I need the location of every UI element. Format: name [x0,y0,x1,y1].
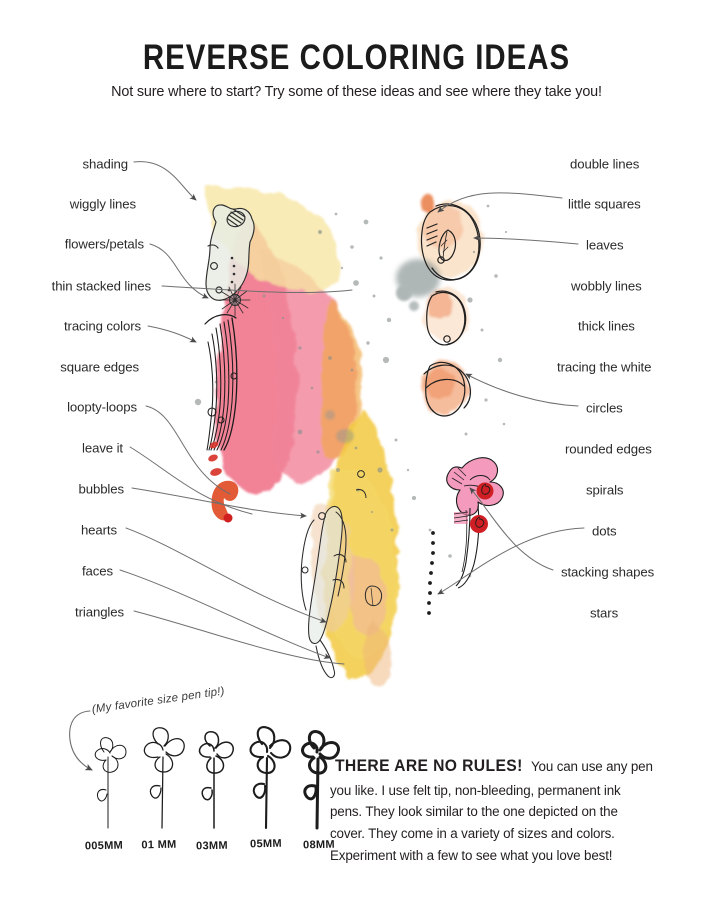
label-stars: stars [590,605,619,621]
label-flowers-petals: flowers/petals [64,236,144,252]
ink-dotted-column [427,531,435,615]
pen-size-label-01mm: 01 MM [141,838,177,852]
ink-drawing-pink-flower [446,457,504,589]
leader-hearts [125,527,327,623]
ink-rose-bottom [470,515,488,533]
leader-faces [119,569,331,659]
label-faces: faces [81,563,113,579]
label-shading: shading [82,156,129,172]
label-bubbles: bubbles [78,481,125,497]
watercolor-yellow-mass [310,408,399,686]
ink-leaf-detail [355,470,383,607]
leader-dots [437,527,585,595]
pen-size-row: 005MM 01 MM 03MM 05MM 08MM [70,730,335,865]
leader-lines [119,161,585,665]
watercolor-gray-splatter [325,259,440,443]
pen-tip-handwritten-note: (My favorite size pen tip!) [91,685,226,716]
ink-splatter-dots [194,204,508,578]
leader-circles [465,373,579,407]
label-spirals: spirals [586,482,624,498]
watercolor-peach-stones [417,195,483,415]
watercolor-pink-mass [205,185,363,494]
label-wobbly-lines: wobbly lines [571,278,642,294]
leader-flowers-petals [149,243,209,299]
pen-size-label-005mm: 005MM [84,839,124,853]
page-title: REVERSE COLORING IDEAS [142,38,571,77]
leader-thin-stacked [161,285,353,294]
red-drips [208,441,239,523]
page-subtitle: Not sure where to start? Try some of the… [111,84,602,100]
label-circles: circles [586,400,623,416]
ink-drawing-top-shape [205,204,255,317]
label-dots: dots [592,523,617,539]
label-leave-it: leave it [82,440,123,456]
leader-triangles [133,610,345,665]
leader-loopty-loops [145,405,231,495]
ink-rose-top [476,482,494,500]
leader-stacking [469,487,554,571]
label-leaves: leaves [586,237,624,253]
leader-little-squares [437,192,563,213]
label-loopty-loops: loopty-loops [67,399,137,415]
label-stacking-shapes: stacking shapes [561,564,655,580]
leader-shading [133,161,197,201]
leader-tracing-colors [147,325,197,343]
label-square-edges: square edges [60,359,139,375]
rules-paragraph: THERE ARE NO RULES! You can use any pen … [330,753,655,867]
ink-drawing-stones [420,203,481,417]
label-double-lines: double lines [570,156,640,172]
ink-drawing-lower-left-shape [300,505,347,679]
leader-leaves [473,234,579,245]
label-thin-stacked-lines: thin stacked lines [51,278,151,294]
pen-size-label-03mm: 03MM [195,839,229,853]
label-tracing-colors: tracing colors [63,318,141,334]
pen-size-label-05mm: 05MM [249,837,283,851]
label-little-squares: little squares [568,196,641,212]
label-wiggly-lines: wiggly lines [69,196,136,212]
label-tracing-the-white: tracing the white [557,359,652,375]
leader-leave-it [129,446,253,515]
ink-drawing-stacked-lines [204,314,238,451]
label-rounded-edges: rounded edges [565,441,652,457]
label-triangles: triangles [75,604,124,620]
rules-lead-text: THERE ARE NO RULES! [334,757,523,775]
leader-bubbles [131,487,307,519]
rules-body-text: You can use any pen you like. I use felt… [330,759,653,863]
label-thick-lines: thick lines [578,318,635,334]
label-hearts: hearts [80,522,117,538]
